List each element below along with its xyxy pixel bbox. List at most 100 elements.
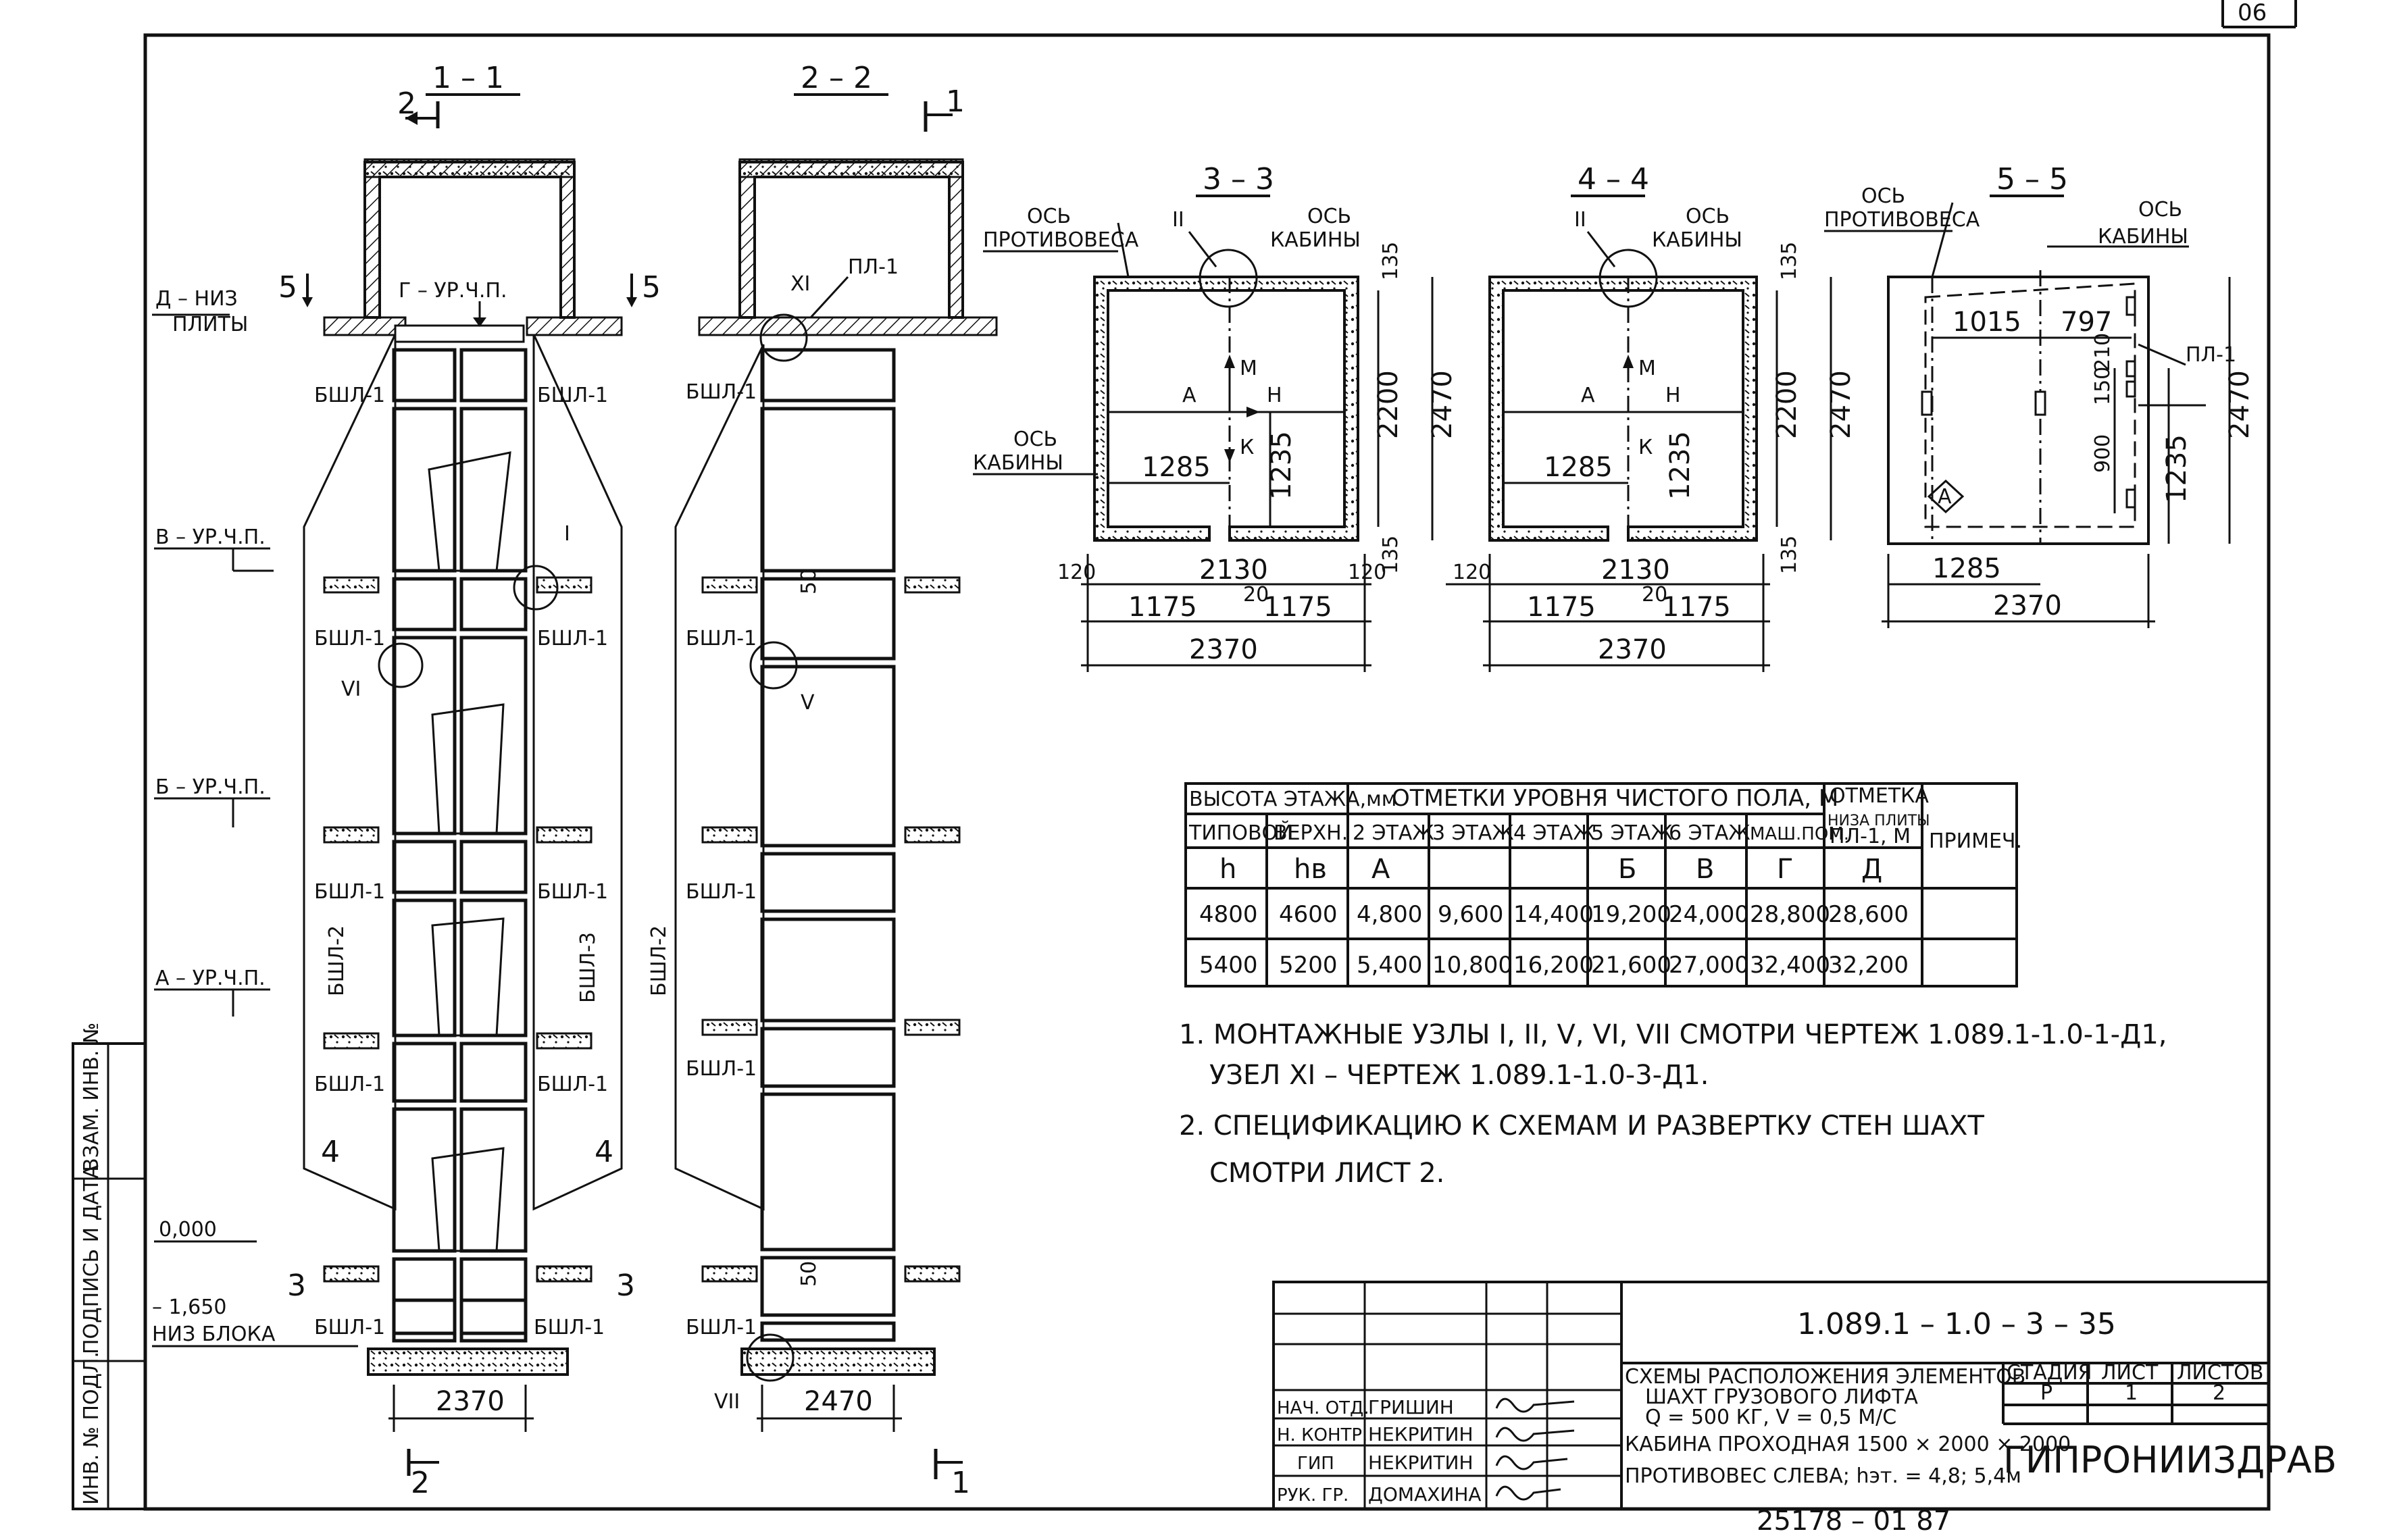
cut-mark-1-bottom: 1 bbox=[951, 1466, 970, 1500]
cut-mark-2-bottom: 2 bbox=[411, 1466, 430, 1500]
th-typ: ТИПОВОЙ bbox=[1188, 821, 1293, 845]
note-2a: 2. СПЕЦИФИКАЦИЮ К СХЕМАМ И РАЗВЕРТКУ СТЕ… bbox=[1179, 1110, 1984, 1141]
cut-mark-4-right: 4 bbox=[595, 1135, 613, 1169]
label-bshl1-b: БШЛ-1 bbox=[537, 384, 608, 407]
node-i-label: I bbox=[564, 522, 570, 546]
p4-d2200: 2200 bbox=[1771, 370, 1803, 439]
th-marks: ОТМЕТКИ УРОВНЯ ЧИСТОГО ПОЛА, М bbox=[1392, 785, 1838, 812]
p4-d120: 120 bbox=[1453, 561, 1491, 584]
signatures bbox=[1495, 1397, 1575, 1501]
plan-3-3: 3 – 3 ОСЬ ПРОТИВОВЕСА ОСЬ КАБИНЫ II М К … bbox=[973, 162, 1458, 672]
th-slab-1: ОТМЕТКА bbox=[1830, 784, 1929, 808]
node-vii-label: VII bbox=[714, 1390, 740, 1414]
side-stamp: ИНВ. № ПОДЛ. ПОДПИСЬ И ДАТА ВЗАМ. ИНВ. № bbox=[72, 1023, 147, 1510]
p5-axis-cab-1: ОСЬ bbox=[2138, 198, 2182, 222]
title-desc-3: Q = 500 КГ, V = 0,5 М/С bbox=[1645, 1406, 1896, 1429]
p3-M: М bbox=[1240, 357, 1257, 380]
notes: 1. МОНТАЖНЫЕ УЗЛЫ I, II, V, VI, VII СМОТ… bbox=[1179, 1019, 2167, 1189]
p4-d20: 20 bbox=[1642, 583, 1667, 607]
p3-K: К bbox=[1240, 436, 1254, 459]
drawing-code: 1.089.1 – 1.0 – 3 – 35 bbox=[1797, 1307, 2116, 1341]
section-5-title: 5 – 5 bbox=[1996, 162, 2068, 197]
node-vi-label: VI bbox=[341, 677, 361, 701]
v-level-label: В – УР.Ч.П. bbox=[155, 525, 266, 549]
p5-d2470: 2470 bbox=[2224, 370, 2255, 439]
node-v-label: V bbox=[801, 691, 815, 715]
p4-d1175-left: 1175 bbox=[1527, 592, 1596, 623]
p5-axis-cw-1: ОСЬ bbox=[1861, 184, 1905, 208]
table-row: 5400 5200 5,400 10,800 16,200 21,600 27,… bbox=[1199, 952, 1909, 979]
th-note: ПРИМЕЧ. bbox=[1929, 829, 2022, 853]
section-2-title: 2 – 2 bbox=[801, 61, 872, 95]
p5-d1285: 1285 bbox=[1932, 553, 2001, 584]
cut-mark-5-left: 5 bbox=[278, 270, 297, 305]
p5-a-marker: А bbox=[1938, 485, 1952, 509]
p4-d2470: 2470 bbox=[1825, 370, 1857, 439]
cell: 16,200 bbox=[1513, 952, 1594, 979]
label-bshl1-f: БШЛ-1 bbox=[537, 880, 608, 904]
zero-level-label: 0,000 bbox=[159, 1218, 217, 1241]
p3-axis-cab-2: КАБИНЫ bbox=[1270, 228, 1361, 252]
cell: 28,800 bbox=[1750, 901, 1830, 928]
cell: 27,000 bbox=[1669, 952, 1749, 979]
p3-d120-right: 120 bbox=[1348, 561, 1386, 584]
sheet-header: ЛИСТ bbox=[2101, 1361, 2159, 1385]
p3-d1235: 1235 bbox=[1266, 431, 1297, 500]
title-desc-4: КАБИНА ПРОХОДНАЯ 1500 × 2000 × 2000 bbox=[1625, 1433, 2071, 1456]
cell: 4600 bbox=[1279, 901, 1338, 928]
label-bshl1-h: БШЛ-1 bbox=[537, 1073, 608, 1096]
label-bshl1-e: БШЛ-1 bbox=[314, 880, 385, 904]
cell: 10,800 bbox=[1432, 952, 1513, 979]
p4-d2130: 2130 bbox=[1601, 555, 1670, 586]
p4-d1235: 1235 bbox=[1665, 431, 1696, 500]
cell: 4800 bbox=[1199, 901, 1258, 928]
p4-axis-cab-1: ОСЬ bbox=[1686, 205, 1730, 228]
p3-d2130: 2130 bbox=[1199, 555, 1268, 586]
section-1-1: 1 – 1 2 2 Д – НИЗ ПЛИТЫ Г – УР.Ч.П. 5 5 bbox=[152, 61, 661, 1500]
th-top: ВЕРХН. bbox=[1274, 821, 1348, 845]
title-block: 1.089.1 – 1.0 – 3 – 35 СХЕМЫ РАСПОЛОЖЕНИ… bbox=[1272, 1281, 2337, 1537]
label-bshl1-a: БШЛ-1 bbox=[314, 384, 385, 407]
cell: 5200 bbox=[1279, 952, 1338, 979]
title-desc-2: ШАХТ ГРУЗОВОГО ЛИФТА bbox=[1645, 1385, 1918, 1409]
stage-value: Р bbox=[2040, 1381, 2052, 1405]
b-level-label: Б – УР.Ч.П. bbox=[155, 775, 266, 799]
sheet-frame: 06 bbox=[143, 0, 2297, 1511]
p3-d2370: 2370 bbox=[1189, 634, 1258, 665]
label-s2-bshl1-e: БШЛ-1 bbox=[686, 1316, 757, 1339]
cut-mark-1-top: 1 bbox=[946, 84, 965, 119]
p3-d120-left: 120 bbox=[1057, 561, 1096, 584]
cell: 4,800 bbox=[1357, 901, 1422, 928]
pl1-label: ПЛ-1 bbox=[848, 255, 899, 279]
p5-d797: 797 bbox=[2061, 307, 2112, 338]
p4-M: М bbox=[1638, 357, 1656, 380]
th-mash: МАШ.ПОМ. bbox=[1750, 824, 1849, 844]
section1-width: 2370 bbox=[436, 1386, 505, 1417]
p3-d2200: 2200 bbox=[1373, 370, 1404, 439]
p3-d1175-right: 1175 bbox=[1263, 592, 1332, 623]
role-3: ГИП bbox=[1297, 1454, 1334, 1474]
title-desc-1: СХЕМЫ РАСПОЛОЖЕНИЯ ЭЛЕМЕНТОВ bbox=[1625, 1365, 2025, 1389]
p5-d1015: 1015 bbox=[1953, 307, 2021, 338]
role-1: НАЧ. ОТД. bbox=[1277, 1398, 1369, 1418]
tk-a: А bbox=[1371, 854, 1390, 885]
p3-axis-cab-left-1: ОСЬ bbox=[1013, 428, 1057, 451]
cut-mark-4-left: 4 bbox=[321, 1135, 340, 1169]
block-bottom-label: НИЗ БЛОКА bbox=[152, 1323, 276, 1346]
note-1a: 1. МОНТАЖНЫЕ УЗЛЫ I, II, V, VI, VII СМОТ… bbox=[1179, 1019, 2167, 1050]
cell: 28,600 bbox=[1828, 901, 1909, 928]
stamp-vzam-inv: ВЗАМ. ИНВ. № bbox=[80, 1023, 103, 1172]
p5-d150: 150 bbox=[2091, 367, 2115, 405]
name-1: ГРИШИН bbox=[1368, 1396, 1454, 1418]
p3-d135-top: 135 bbox=[1379, 242, 1403, 280]
tk-d: Д bbox=[1861, 854, 1882, 885]
p4-d1175-right: 1175 bbox=[1662, 592, 1731, 623]
th-slab-2: НИЗА ПЛИТЫ bbox=[1828, 813, 1930, 829]
tk-hv: hв bbox=[1294, 854, 1327, 885]
gap-50-bottom: 50 bbox=[797, 1261, 821, 1287]
p5-axis-cab-2: КАБИНЫ bbox=[2098, 225, 2188, 249]
cell: 14,400 bbox=[1513, 901, 1594, 928]
p3-d135-bottom: 135 bbox=[1379, 536, 1403, 574]
th-floor2: 2 ЭТАЖ bbox=[1353, 821, 1434, 845]
